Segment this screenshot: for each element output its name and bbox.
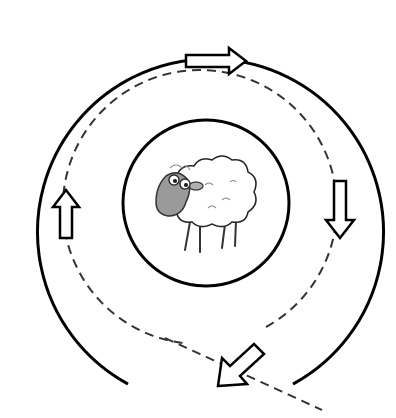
sheep-ear [189, 182, 203, 190]
sheep-pupil [173, 179, 177, 183]
sheep-leg [222, 224, 225, 248]
sheep-figure [156, 156, 256, 252]
arrow-bottom [218, 344, 264, 386]
arrow-right [326, 181, 354, 238]
sheep-leg [185, 222, 190, 250]
arrow-left [53, 190, 79, 238]
sheep-pupil [184, 183, 188, 187]
sheep-leg [235, 220, 236, 246]
